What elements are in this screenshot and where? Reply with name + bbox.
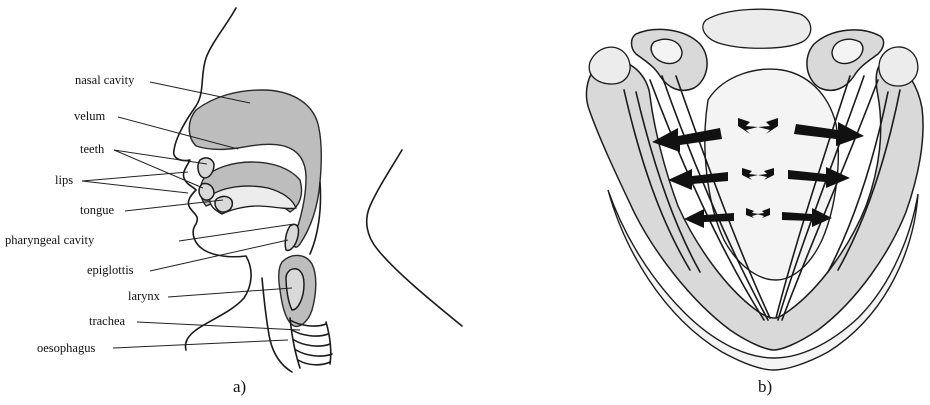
- caption-b: b): [758, 377, 772, 396]
- label-lips: lips: [55, 173, 73, 187]
- top-cartilage: [703, 9, 811, 48]
- leader-epiglottis: [150, 240, 288, 271]
- panel-a-vocal-tract: nasal cavity velum teeth lips tongue pha…: [5, 8, 462, 396]
- label-oesophagus: oesophagus: [37, 341, 95, 355]
- label-pharyngeal-cavity: pharyngeal cavity: [5, 233, 95, 247]
- lower-teeth: [199, 183, 214, 200]
- label-trachea: trachea: [89, 314, 126, 328]
- label-teeth: teeth: [80, 142, 105, 156]
- leader-teeth-1: [114, 150, 207, 164]
- label-nasal-cavity: nasal cavity: [75, 73, 135, 87]
- label-epiglottis: epiglottis: [87, 263, 134, 277]
- leader-lips-2: [82, 181, 188, 193]
- caption-a: a): [233, 377, 246, 396]
- label-tongue: tongue: [80, 203, 114, 217]
- leader-oesophagus: [113, 340, 288, 348]
- neck-back-outline: [367, 150, 462, 326]
- leader-pharyngeal-cavity: [179, 224, 294, 241]
- leader-lips-1: [82, 172, 188, 181]
- right-knob: [879, 47, 918, 86]
- leader-teeth-2: [114, 150, 203, 188]
- left-knob: [589, 47, 630, 84]
- label-larynx: larynx: [128, 289, 161, 303]
- leader-trachea: [137, 322, 300, 330]
- label-velum: velum: [74, 109, 106, 123]
- leader-larynx: [168, 288, 292, 297]
- tongue-tip: [215, 196, 232, 212]
- panel-b-glottis: b): [586, 9, 923, 396]
